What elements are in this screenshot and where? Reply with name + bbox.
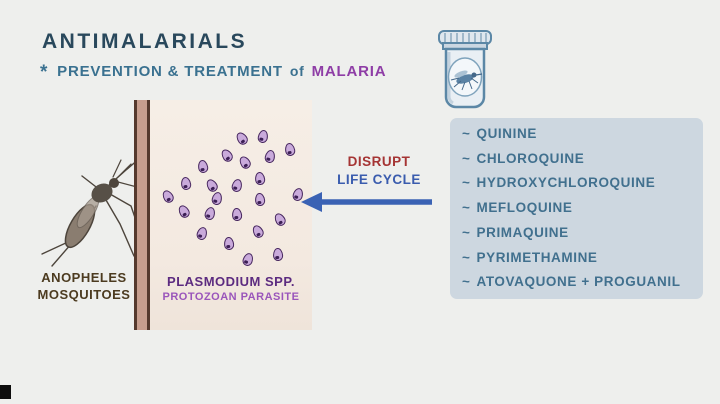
tilde-bullet: ~: [462, 150, 471, 166]
disrupt-annotation: DISRUPT LIFE CYCLE: [318, 153, 440, 189]
drug-name: HYDROXYCHLOROQUINE: [476, 175, 656, 191]
parasite-icon: [219, 147, 235, 164]
parasite-icon: [272, 211, 288, 228]
parasite-icon: [196, 159, 210, 174]
parasite-icon: [237, 154, 253, 171]
drug-name: PRIMAQUINE: [476, 224, 569, 240]
parasite-icon: [254, 171, 266, 186]
parasite-icon: [180, 176, 192, 191]
page-subtitle: * PREVENTION & TREATMENT of MALARIA: [40, 62, 386, 84]
drug-list-item: ~ ATOVAQUONE + PROGUANIL: [462, 270, 691, 295]
drug-name: CHLOROQUINE: [476, 150, 585, 166]
subtitle-of: of: [289, 63, 305, 79]
corner-mark: [0, 385, 11, 399]
pill-bottle-icon: [428, 28, 502, 110]
tilde-bullet: ~: [462, 249, 471, 265]
drug-list-item: ~ PYRIMETHAMINE: [462, 246, 691, 271]
parasite-icon: [283, 142, 297, 157]
drug-list-box: ~QUININE~CHLOROQUINE~HYDROXYCHLOROQUINE~…: [450, 118, 703, 299]
parasite-icon: [272, 247, 284, 262]
tilde-bullet: ~: [462, 126, 471, 141]
life-cycle-text: LIFE CYCLE: [337, 172, 421, 187]
tilde-bullet: ~: [462, 200, 471, 216]
parasite-icon: [263, 149, 277, 164]
mosquito-label-line1: ANOPHELES: [41, 270, 127, 285]
protozoan-label: PROTOZOAN PARASITE: [162, 291, 300, 303]
parasite-icon: [195, 225, 209, 242]
plasmodium-label: PLASMODIUM SPP.: [167, 274, 295, 289]
parasite-icon: [231, 207, 243, 222]
parasite-icon: [223, 236, 235, 251]
mosquito-label: ANOPHELES MOSQUITOES: [24, 269, 144, 303]
drug-list-item: ~ QUININE: [462, 122, 691, 147]
wall-divider: [134, 100, 150, 330]
parasite-icon: [241, 251, 255, 268]
subtitle-main: PREVENTION & TREATMENT: [57, 63, 283, 80]
drug-list: ~QUININE~CHLOROQUINE~HYDROXYCHLOROQUINE~…: [462, 122, 691, 295]
parasite-field: [150, 100, 312, 330]
parasite-icon: [256, 129, 270, 144]
parasite-icon: [230, 177, 244, 194]
label-mosquito-icon: [450, 70, 483, 91]
disrupt-text: DISRUPT: [347, 154, 411, 169]
parasite-icon: [203, 205, 217, 222]
tilde-bullet: ~: [462, 175, 471, 191]
parasite-icon: [210, 190, 224, 207]
mosquito-label-line2: MOSQUITOES: [37, 287, 131, 302]
parasite-icon: [250, 223, 266, 240]
page-title: ANTIMALARIALS: [42, 30, 248, 53]
tilde-bullet: ~: [462, 224, 471, 240]
mosquito-icon: [38, 150, 144, 276]
parasite-icon: [160, 188, 176, 205]
drug-list-item: ~ MEFLOQUINE: [462, 196, 691, 221]
drug-list-item: ~ HYDROXYCHLOROQUINE: [462, 171, 691, 196]
drug-name: QUININE: [476, 126, 537, 141]
parasite-icon: [254, 192, 266, 207]
panel-label: PLASMODIUM SPP. PROTOZOAN PARASITE: [140, 274, 322, 303]
tilde-bullet: ~: [462, 274, 471, 290]
drug-list-item: ~ CHLOROQUINE: [462, 147, 691, 172]
parasite-icon: [234, 130, 250, 147]
drug-name: ATOVAQUONE + PROGUANIL: [476, 274, 681, 290]
drug-name: MEFLOQUINE: [476, 200, 573, 216]
asterisk-icon: *: [40, 62, 49, 83]
left-arrow-icon: [300, 190, 436, 214]
drug-list-item: ~ PRIMAQUINE: [462, 221, 691, 246]
drug-name: PYRIMETHAMINE: [476, 249, 598, 265]
parasite-icon: [176, 203, 192, 220]
subtitle-highlight: MALARIA: [311, 63, 387, 80]
